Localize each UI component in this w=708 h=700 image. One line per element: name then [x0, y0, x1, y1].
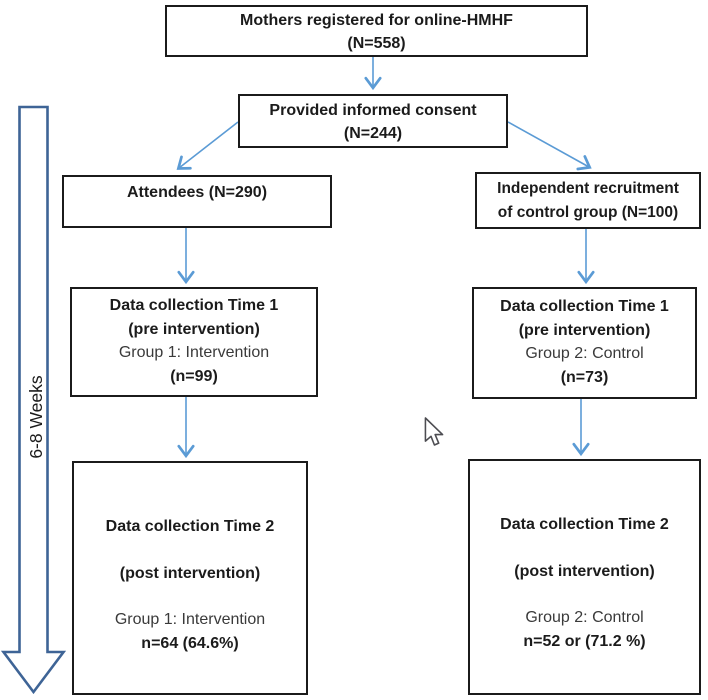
node-line: n=64 (64.6%)	[141, 635, 239, 652]
node-line: Data collection Time 1	[109, 297, 279, 314]
node-line: Data collection Time 2	[105, 518, 275, 535]
node-line: Group 1: Intervention	[118, 344, 270, 361]
node-line: (pre intervention)	[128, 320, 260, 338]
node-control-recruitment: Independent recruitment of control group…	[475, 172, 701, 229]
node-attendees: Attendees (N=290)	[62, 175, 332, 228]
connector-consent-to-control	[507, 121, 592, 171]
node-time2-control: Data collection Time 2 (post interventio…	[468, 459, 701, 695]
node-line: (n=99)	[170, 367, 218, 385]
node-registered: Mothers registered for online-HMHF (N=55…	[165, 5, 588, 57]
node-line: n=52 or (71.2 %)	[523, 633, 646, 650]
node-line: Group 2: Control	[525, 609, 644, 626]
node-line: (N=558)	[347, 35, 406, 52]
node-line: (post intervention)	[514, 563, 655, 580]
node-line: Group 2: Control	[525, 345, 644, 362]
node-time2-intervention: Data collection Time 2 (post interventio…	[72, 461, 308, 695]
node-line: Data collection Time 2	[500, 516, 669, 533]
node-line: Group 1: Intervention	[114, 611, 266, 628]
node-line: Mothers registered for online-HMHF	[240, 12, 513, 29]
node-line: (pre intervention)	[518, 321, 651, 339]
node-line: Independent recruitment	[497, 180, 679, 197]
node-line: Attendees (N=290)	[126, 184, 268, 201]
mouse-cursor-icon	[424, 417, 444, 446]
node-line: (n=73)	[560, 368, 609, 386]
node-line: Data collection Time 1	[500, 298, 669, 315]
node-line: Provided informed consent	[269, 102, 477, 119]
node-time1-intervention: Data collection Time 1 (pre intervention…	[70, 287, 318, 397]
node-line: (N=244)	[343, 125, 403, 142]
node-time1-control: Data collection Time 1 (pre intervention…	[472, 287, 697, 399]
node-line: of control group (N=100)	[497, 204, 679, 221]
connector-consent-to-attendees	[176, 121, 239, 170]
timeline-label: 6-8 Weeks	[26, 375, 46, 459]
node-consent: Provided informed consent (N=244)	[238, 94, 508, 148]
node-line: (post intervention)	[119, 565, 261, 582]
